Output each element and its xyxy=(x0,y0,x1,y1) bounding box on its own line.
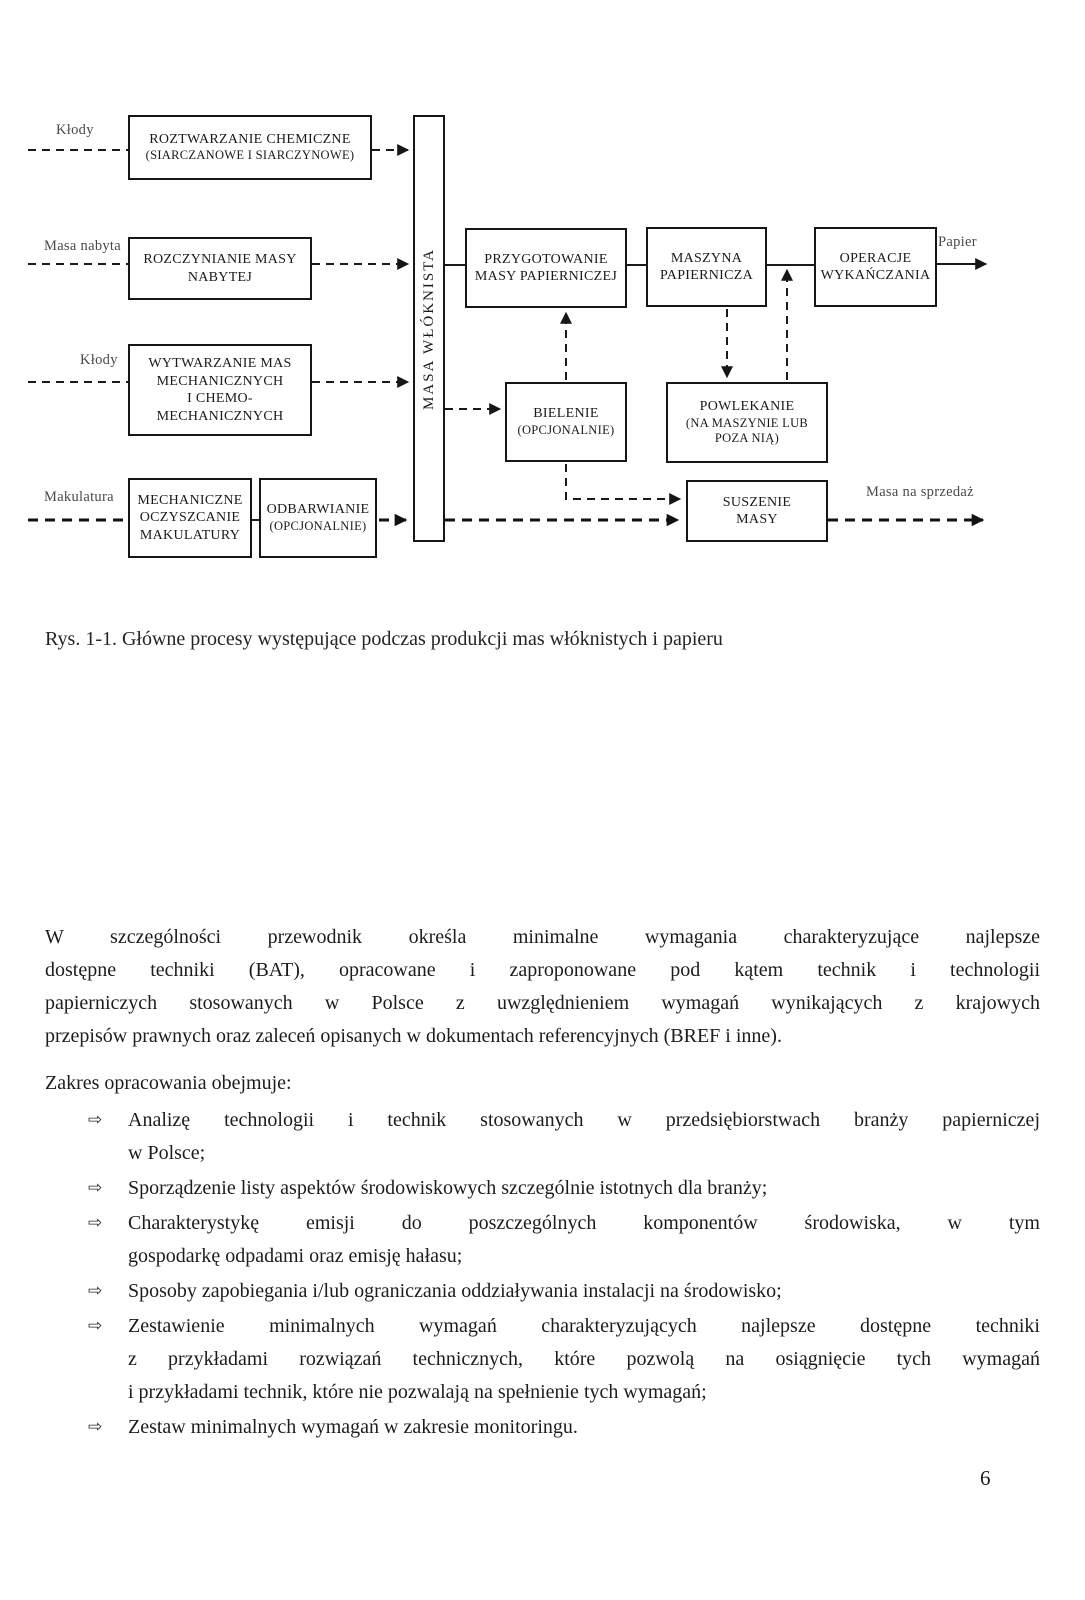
box-sublabel: (NA MASZYNIE LUB POZA NIĄ) xyxy=(685,415,809,446)
paragraph-line: papierniczych stosowanych w Polsce z uwz… xyxy=(45,992,1040,1014)
paragraph-line: W szczególności przewodnik określa minim… xyxy=(45,926,1040,948)
list-item-line: Analizę technologii i technik stosowanyc… xyxy=(128,1109,1040,1131)
scope-list: ⇨ Analizę technologii i technik stosowan… xyxy=(45,1104,1040,1444)
arrow-bullet-icon: ⇨ xyxy=(88,1110,103,1130)
box-label: PRZYGOTOWANIE MASY PAPIERNICZEJ xyxy=(474,251,618,285)
list-item-line: Zestawienie minimalnych wymagań charakte… xyxy=(128,1315,1040,1337)
box-label: OPERACJE WYKAŃCZANIA xyxy=(820,250,931,284)
box-suszenie-masy: SUSZENIE MASY xyxy=(686,480,828,542)
box-label: SUSZENIE MASY xyxy=(722,494,792,528)
input-label-makulatura: Makulatura xyxy=(44,489,114,505)
box-label: ROZTWARZANIE CHEMICZNE xyxy=(149,131,351,147)
box-rozczynianie-masy: ROZCZYNIANIE MASY NABYTEJ xyxy=(128,237,312,300)
arrow-bullet-icon: ⇨ xyxy=(88,1281,103,1301)
list-item-line: Zestaw minimalnych wymagań w zakresie mo… xyxy=(128,1416,578,1438)
list-item-text: Sposoby zapobiegania i/lub ograniczania … xyxy=(128,1275,1040,1308)
box-powlekanie: POWLEKANIE (NA MASZYNIE LUB POZA NIĄ) xyxy=(666,382,828,463)
arrow-bullet-icon: ⇨ xyxy=(88,1417,103,1437)
list-item: ⇨ Zestawienie minimalnych wymagań charak… xyxy=(45,1310,1040,1409)
list-item-text: Zestawienie minimalnych wymagań charakte… xyxy=(128,1310,1040,1409)
box-label: BIELENIE xyxy=(533,406,599,422)
box-label: WYTWARZANIE MAS MECHANICZNYCH I CHEMO- M… xyxy=(148,356,292,424)
arrow-bullet-icon: ⇨ xyxy=(88,1316,103,1336)
box-label: ROZCZYNIANIE MASY NABYTEJ xyxy=(143,252,297,285)
box-roztwarzanie-chemiczne: ROZTWARZANIE CHEMICZNE (SIARCZANOWE I SI… xyxy=(128,115,372,180)
box-sublabel: (SIARCZANOWE I SIARCZYNOWE) xyxy=(145,148,355,163)
list-intro: Zakres opracowania obejmuje: xyxy=(45,1072,292,1094)
list-item-line: Charakterystykę emisji do poszczególnych… xyxy=(128,1212,1040,1234)
box-maszyna-papiernicza: MASZYNA PAPIERNICZA xyxy=(646,227,767,307)
list-item-line: Sporządzenie listy aspektów środowiskowy… xyxy=(128,1177,768,1199)
list-item: ⇨ Charakterystykę emisji do poszczególny… xyxy=(45,1207,1040,1273)
list-item-line: z przykładami rozwiązań technicznych, kt… xyxy=(128,1348,1040,1370)
page-number: 6 xyxy=(980,1466,991,1490)
box-masa-wloknista: MASA WŁÓKNISTA xyxy=(413,115,445,542)
box-sublabel: (OPCJONALNIE) xyxy=(269,518,367,533)
list-item-line: i przykładami technik, które nie pozwala… xyxy=(128,1381,707,1403)
list-item-line: Sposoby zapobiegania i/lub ograniczania … xyxy=(128,1280,782,1302)
list-item: ⇨ Sposoby zapobiegania i/lub ograniczani… xyxy=(45,1275,1040,1308)
body-text: W szczególności przewodnik określa minim… xyxy=(45,921,1040,1446)
list-item-line: gospodarkę odpadami oraz emisję hałasu; xyxy=(128,1245,463,1267)
list-item: ⇨ Analizę technologii i technik stosowan… xyxy=(45,1104,1040,1170)
arrow-bullet-icon: ⇨ xyxy=(88,1178,103,1198)
input-label-klody-2: Kłody xyxy=(80,352,118,368)
input-label-klody-1: Kłody xyxy=(56,122,94,138)
box-label: ODBARWIANIE xyxy=(266,502,370,518)
paragraph-line: przepisów prawnych oraz zaleceń opisanyc… xyxy=(45,1025,782,1047)
box-wytwarzanie-mas: WYTWARZANIE MAS MECHANICZNYCH I CHEMO- M… xyxy=(128,344,312,436)
list-item-text: Analizę technologii i technik stosowanyc… xyxy=(128,1104,1040,1170)
list-item: ⇨ Zestaw minimalnych wymagań w zakresie … xyxy=(45,1411,1040,1444)
input-label-masa-nabyta: Masa nabyta xyxy=(44,238,121,254)
box-odbarwianie: ODBARWIANIE (OPCJONALNIE) xyxy=(259,478,377,558)
box-operacje-wykanczania: OPERACJE WYKAŃCZANIA xyxy=(814,227,937,307)
box-bielenie: BIELENIE (OPCJONALNIE) xyxy=(505,382,627,462)
figure-caption: Rys. 1-1. Główne procesy występujące pod… xyxy=(45,628,723,650)
box-mechaniczne-oczyszczanie: MECHANICZNE OCZYSZCANIE MAKULATURY xyxy=(128,478,252,558)
list-item-text: Charakterystykę emisji do poszczególnych… xyxy=(128,1207,1040,1273)
box-label: MASZYNA PAPIERNICZA xyxy=(659,250,754,284)
box-przygotowanie-masy: PRZYGOTOWANIE MASY PAPIERNICZEJ xyxy=(465,228,627,308)
flow-connectors xyxy=(28,144,988,527)
paragraph-line: dostępne techniki (BAT), opracowane i za… xyxy=(45,959,1040,981)
box-label-vertical: MASA WŁÓKNISTA xyxy=(420,247,437,410)
arrow-bullet-icon: ⇨ xyxy=(88,1213,103,1233)
box-label: MECHANICZNE OCZYSZCANIE MAKULATURY xyxy=(137,492,243,543)
box-sublabel: (OPCJONALNIE) xyxy=(517,422,615,437)
list-item-line: w Polsce; xyxy=(128,1142,206,1164)
list-item-text: Sporządzenie listy aspektów środowiskowy… xyxy=(128,1172,1040,1205)
list-item-text: Zestaw minimalnych wymagań w zakresie mo… xyxy=(128,1411,1040,1444)
output-label-masa-na-sprzedaz: Masa na sprzedaż xyxy=(866,484,974,500)
list-item: ⇨ Sporządzenie listy aspektów środowisko… xyxy=(45,1172,1040,1205)
output-label-papier: Papier xyxy=(938,234,977,250)
box-label: POWLEKANIE xyxy=(699,399,795,415)
